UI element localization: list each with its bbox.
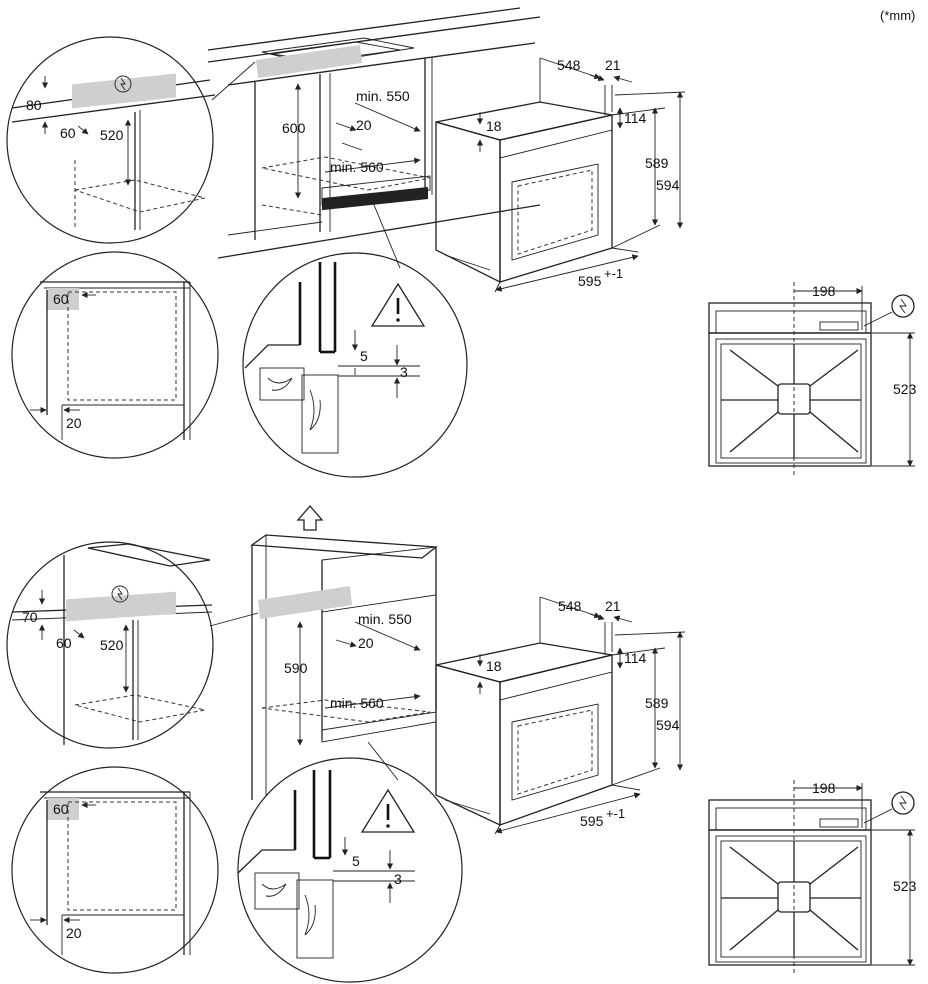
bottom-dim-3: 3 xyxy=(394,871,402,887)
top-dim-595: 595 xyxy=(578,273,602,289)
bottom-dim-min550: min. 550 xyxy=(358,611,412,627)
bottom-dim-594: 594 xyxy=(656,717,680,733)
top-dim-80: 80 xyxy=(26,97,42,113)
top-dim-18: 18 xyxy=(486,118,502,134)
top-dim-20-mid: 20 xyxy=(356,117,372,133)
bottom-dim-595: 595 xyxy=(580,813,604,829)
top-dim-523: 523 xyxy=(893,381,917,397)
bottom-dim-520: 520 xyxy=(100,637,124,653)
bottom-oven: 548 21 18 114 589 594 595 +-1 xyxy=(435,596,686,835)
top-dim-114: 114 xyxy=(624,110,647,126)
power-plug-icon xyxy=(111,585,129,603)
bottom-dim-60-gray: 60 xyxy=(53,801,69,817)
top-dim-min560: min. 560 xyxy=(330,159,384,175)
top-dim-595-tol: +-1 xyxy=(604,266,623,281)
bottom-front-view: 198 523 xyxy=(708,780,917,975)
power-plug-icon xyxy=(863,294,915,327)
top-dim-5: 5 xyxy=(360,348,368,364)
top-dim-548: 548 xyxy=(557,57,581,73)
top-section: 600 min. 550 20 min. 560 520 80 60 xyxy=(6,7,917,478)
bottom-dim-70: 70 xyxy=(22,609,38,625)
bottom-dim-590: 590 xyxy=(284,660,308,676)
top-dim-198: 198 xyxy=(812,283,836,299)
bottom-cabinet-gray-area xyxy=(258,586,352,619)
bottom-circle-side-detail: 60 20 xyxy=(11,766,219,974)
top-cabinet: 600 min. 550 20 min. 560 xyxy=(207,7,541,259)
top-hob-gray-area xyxy=(256,45,362,78)
top-dim-20-left: 20 xyxy=(66,415,82,431)
unit-note: (*mm) xyxy=(880,8,915,23)
bottom-dim-198: 198 xyxy=(812,780,836,796)
power-plug-icon xyxy=(863,791,915,824)
bottom-dim-5: 5 xyxy=(352,853,360,869)
bottom-dim-595-tol: +-1 xyxy=(606,806,625,821)
bottom-dim-20-mid: 20 xyxy=(358,635,374,651)
warning-icon xyxy=(360,788,416,833)
bottom-dim-589: 589 xyxy=(645,695,669,711)
top-dim-594: 594 xyxy=(656,177,680,193)
power-plug-icon xyxy=(114,75,132,93)
top-dim-21: 21 xyxy=(605,57,621,73)
top-dim-600: 600 xyxy=(282,120,306,136)
bottom-section: 590 min. 550 20 min. 560 520 70 60 xyxy=(6,505,917,983)
bottom-dim-523: 523 xyxy=(893,878,917,894)
top-oven: 548 21 18 114 589 594 595 +-1 xyxy=(435,57,686,293)
bottom-dim-548: 548 xyxy=(558,598,582,614)
top-dim-589: 589 xyxy=(645,155,669,171)
bottom-cabinet: 590 min. 550 20 min. 560 xyxy=(250,534,438,800)
bottom-circle-upper-detail: 520 70 60 xyxy=(6,541,259,749)
bottom-dim-21: 21 xyxy=(605,598,621,614)
top-dim-60-gray: 60 xyxy=(53,291,69,307)
bottom-dim-18: 18 xyxy=(486,658,502,674)
bottom-circle-gap-detail: 5 3 xyxy=(237,741,463,983)
top-circle-side-detail: 60 20 xyxy=(11,251,219,459)
warning-icon xyxy=(370,282,426,327)
up-arrow-icon xyxy=(296,505,324,531)
top-dim-520: 520 xyxy=(100,127,124,143)
bottom-dim-min560: min. 560 xyxy=(330,695,384,711)
top-dim-3: 3 xyxy=(400,364,408,380)
top-dim-min550: min. 550 xyxy=(356,88,410,104)
bottom-dim-114: 114 xyxy=(624,650,647,666)
bottom-dim-60-left: 60 xyxy=(56,635,72,651)
top-front-view: 198 523 xyxy=(708,282,917,478)
bottom-dim-20-left: 20 xyxy=(66,925,82,941)
top-circle-gap-detail: 5 3 xyxy=(242,199,468,478)
top-circle-hob-detail: 520 80 60 xyxy=(6,36,256,244)
top-dim-60-left: 60 xyxy=(60,125,76,141)
